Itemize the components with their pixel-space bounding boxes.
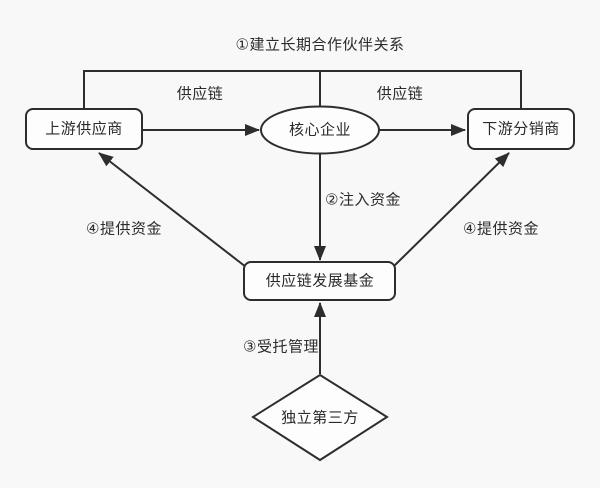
edge-label-supply-chain-right: 供应链 xyxy=(376,85,424,103)
edge-label-entrusted-management: ③受托管理 xyxy=(243,338,319,356)
core-enterprise-node-shape xyxy=(260,105,380,155)
node-core-enterprise: 核心企业 xyxy=(288,121,352,139)
diagram-title: ①建立长期合作伙伴关系 xyxy=(235,36,405,54)
edge-label-inject-funds: ②注入资金 xyxy=(325,191,401,209)
arrow-fund-to-distributor xyxy=(392,152,510,268)
edge-label-provide-funds-right: ④提供资金 xyxy=(463,220,539,238)
independent-third-party-node-shape xyxy=(251,373,389,462)
node-supply-chain-fund: 供应链发展基金 xyxy=(265,272,375,290)
edge-label-supply-chain-left: 供应链 xyxy=(176,85,224,103)
edge-label-provide-funds-left: ④提供资金 xyxy=(86,220,162,238)
supply-chain-fund-node-shape xyxy=(243,261,396,301)
node-upstream-supplier: 上游供应商 xyxy=(45,120,123,138)
node-independent-third-party: 独立第三方 xyxy=(281,409,359,427)
arrow-fund-to-supplier xyxy=(98,152,247,268)
downstream-distributor-node-shape xyxy=(467,108,575,150)
partnership-bracket-line xyxy=(83,70,522,109)
node-downstream-distributor: 下游分销商 xyxy=(482,120,560,138)
upstream-supplier-node-shape xyxy=(25,108,143,150)
